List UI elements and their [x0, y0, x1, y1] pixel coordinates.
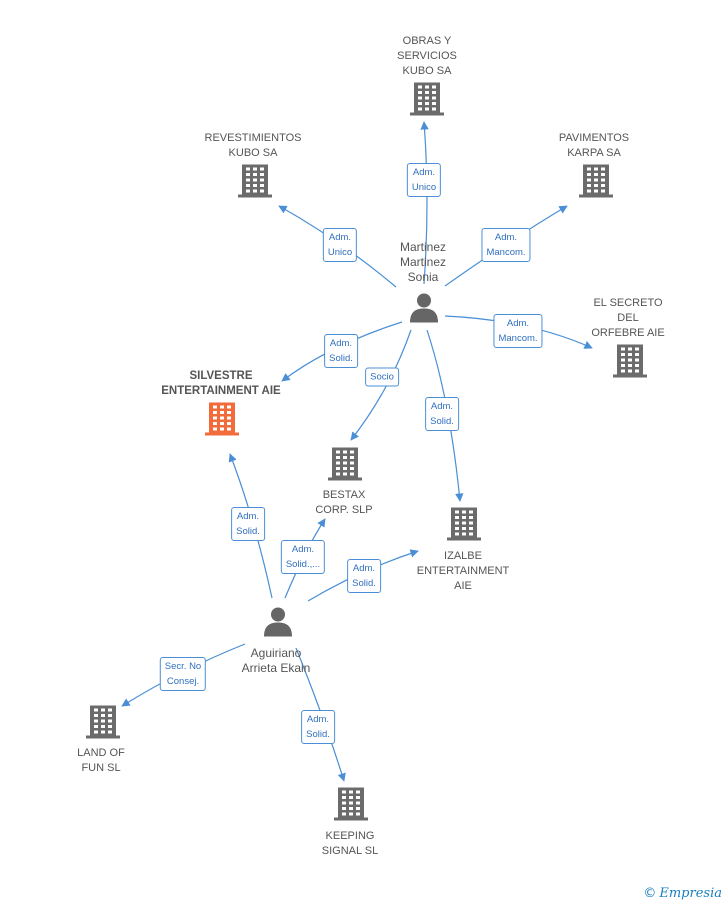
- node-label-izalbe[interactable]: IZALBE ENTERTAINMENT AIE: [416, 550, 510, 592]
- node-label-bestax[interactable]: BESTAX CORP. SLP: [315, 489, 373, 516]
- watermark-brand: Empresia: [659, 886, 722, 901]
- edge-label-martinez-silvestre[interactable]: Adm. Solid.: [324, 334, 358, 368]
- building-icon-pavimentos[interactable]: [579, 163, 613, 204]
- building-icon-keeping-signal[interactable]: [334, 786, 368, 827]
- node-label-land-of-fun[interactable]: LAND OF FUN SL: [77, 747, 125, 774]
- node-label-el-secreto[interactable]: EL SECRETO DEL ORFEBRE AIE: [591, 297, 665, 339]
- node-label-keeping-signal[interactable]: KEEPING SIGNAL SL: [321, 830, 379, 857]
- building-icon-silvestre[interactable]: [205, 401, 239, 442]
- copyright-icon: ©: [643, 886, 657, 901]
- edge-label-martinez-izalbe[interactable]: Adm. Solid.: [425, 397, 459, 431]
- edge-label-martinez-pavimentos[interactable]: Adm. Mancom.: [481, 228, 531, 262]
- edge-label-martinez-el-secreto[interactable]: Adm. Mancom.: [493, 314, 543, 348]
- building-icon-obras[interactable]: [410, 81, 444, 122]
- building-icon-revestimientos[interactable]: [238, 163, 272, 204]
- edge-label-aguiriano-izalbe[interactable]: Adm. Solid.: [347, 559, 381, 593]
- person-icon-martinez[interactable]: [408, 292, 440, 329]
- edge-label-martinez-obras[interactable]: Adm. Unico: [406, 163, 442, 197]
- building-icon-land-of-fun[interactable]: [86, 704, 120, 745]
- edge-label-aguiriano-land-of-fun[interactable]: Secr. No Consej.: [159, 657, 207, 691]
- person-label-martinez[interactable]: Martinez Martinez Sonia: [399, 240, 447, 284]
- edge-label-aguiriano-silvestre[interactable]: Adm. Solid.: [231, 507, 265, 541]
- edge-line-martinez-obras: [420, 121, 429, 285]
- node-label-revestimientos[interactable]: REVESTIMIENTOS KUBO SA: [204, 132, 302, 159]
- building-icon-el-secreto[interactable]: [613, 343, 647, 384]
- edge-label-aguiriano-bestax[interactable]: Adm. Solid.,...: [280, 540, 326, 574]
- building-icon-izalbe[interactable]: [447, 506, 481, 547]
- edge-line-martinez-bestax: [350, 329, 412, 441]
- empresia-watermark: ©Empresia: [643, 886, 722, 901]
- edge-label-aguiriano-keeping-signal[interactable]: Adm. Solid.: [301, 710, 335, 744]
- node-label-obras[interactable]: OBRAS Y SERVICIOS KUBO SA: [397, 35, 457, 77]
- building-icon-bestax[interactable]: [328, 446, 362, 487]
- person-label-aguiriano[interactable]: Aguiriano Arrieta Ekain: [241, 646, 311, 675]
- edge-label-martinez-bestax[interactable]: Socio: [365, 367, 399, 387]
- edge-label-martinez-revestimientos[interactable]: Adm. Unico: [322, 228, 358, 262]
- person-icon-aguiriano[interactable]: [262, 606, 294, 643]
- node-label-pavimentos[interactable]: PAVIMENTOS KARPA SA: [558, 132, 630, 159]
- node-label-silvestre[interactable]: SILVESTRE ENTERTAINMENT AIE: [161, 370, 281, 397]
